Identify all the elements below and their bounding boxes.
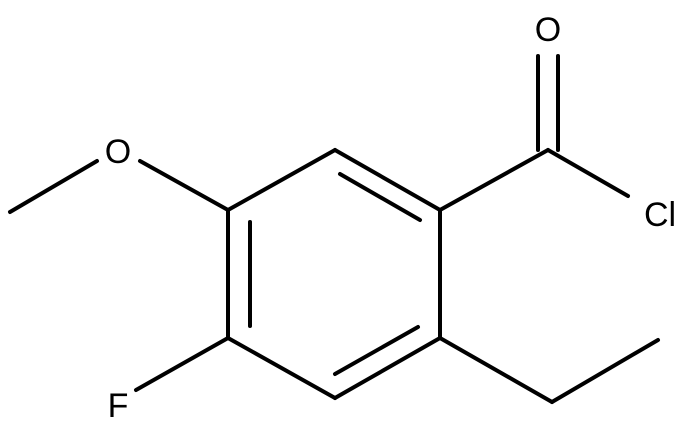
ring-bond-c3-c4 bbox=[333, 336, 442, 400]
atom-label-chlorine: Cl bbox=[644, 196, 676, 234]
bond-methoxy-oxygen-to-methyl bbox=[8, 159, 99, 214]
bond-carbonyl-to-chlorine bbox=[546, 148, 630, 198]
bond-ethyl-ch2-to-ch3 bbox=[550, 338, 660, 404]
bond-ring-to-methoxy-oxygen bbox=[138, 159, 230, 212]
bond-ring-to-fluorine bbox=[134, 336, 230, 392]
ring-inner-double-bond-top bbox=[338, 172, 422, 222]
ring-bond-c4-c5 bbox=[226, 336, 337, 400]
ring-bond-c1-c2 bbox=[333, 148, 442, 212]
atom-label-carbonyl-oxygen: O bbox=[535, 11, 561, 49]
ring-inner-double-bond-bottom bbox=[333, 325, 420, 376]
bond-ring-to-carbonyl bbox=[438, 148, 550, 212]
bond-ring-to-ethyl-ch2 bbox=[438, 336, 554, 404]
ring-bond-c6-c1 bbox=[226, 148, 337, 212]
atom-label-fluorine: F bbox=[108, 387, 129, 425]
atom-label-methoxy-oxygen: O bbox=[105, 133, 131, 171]
